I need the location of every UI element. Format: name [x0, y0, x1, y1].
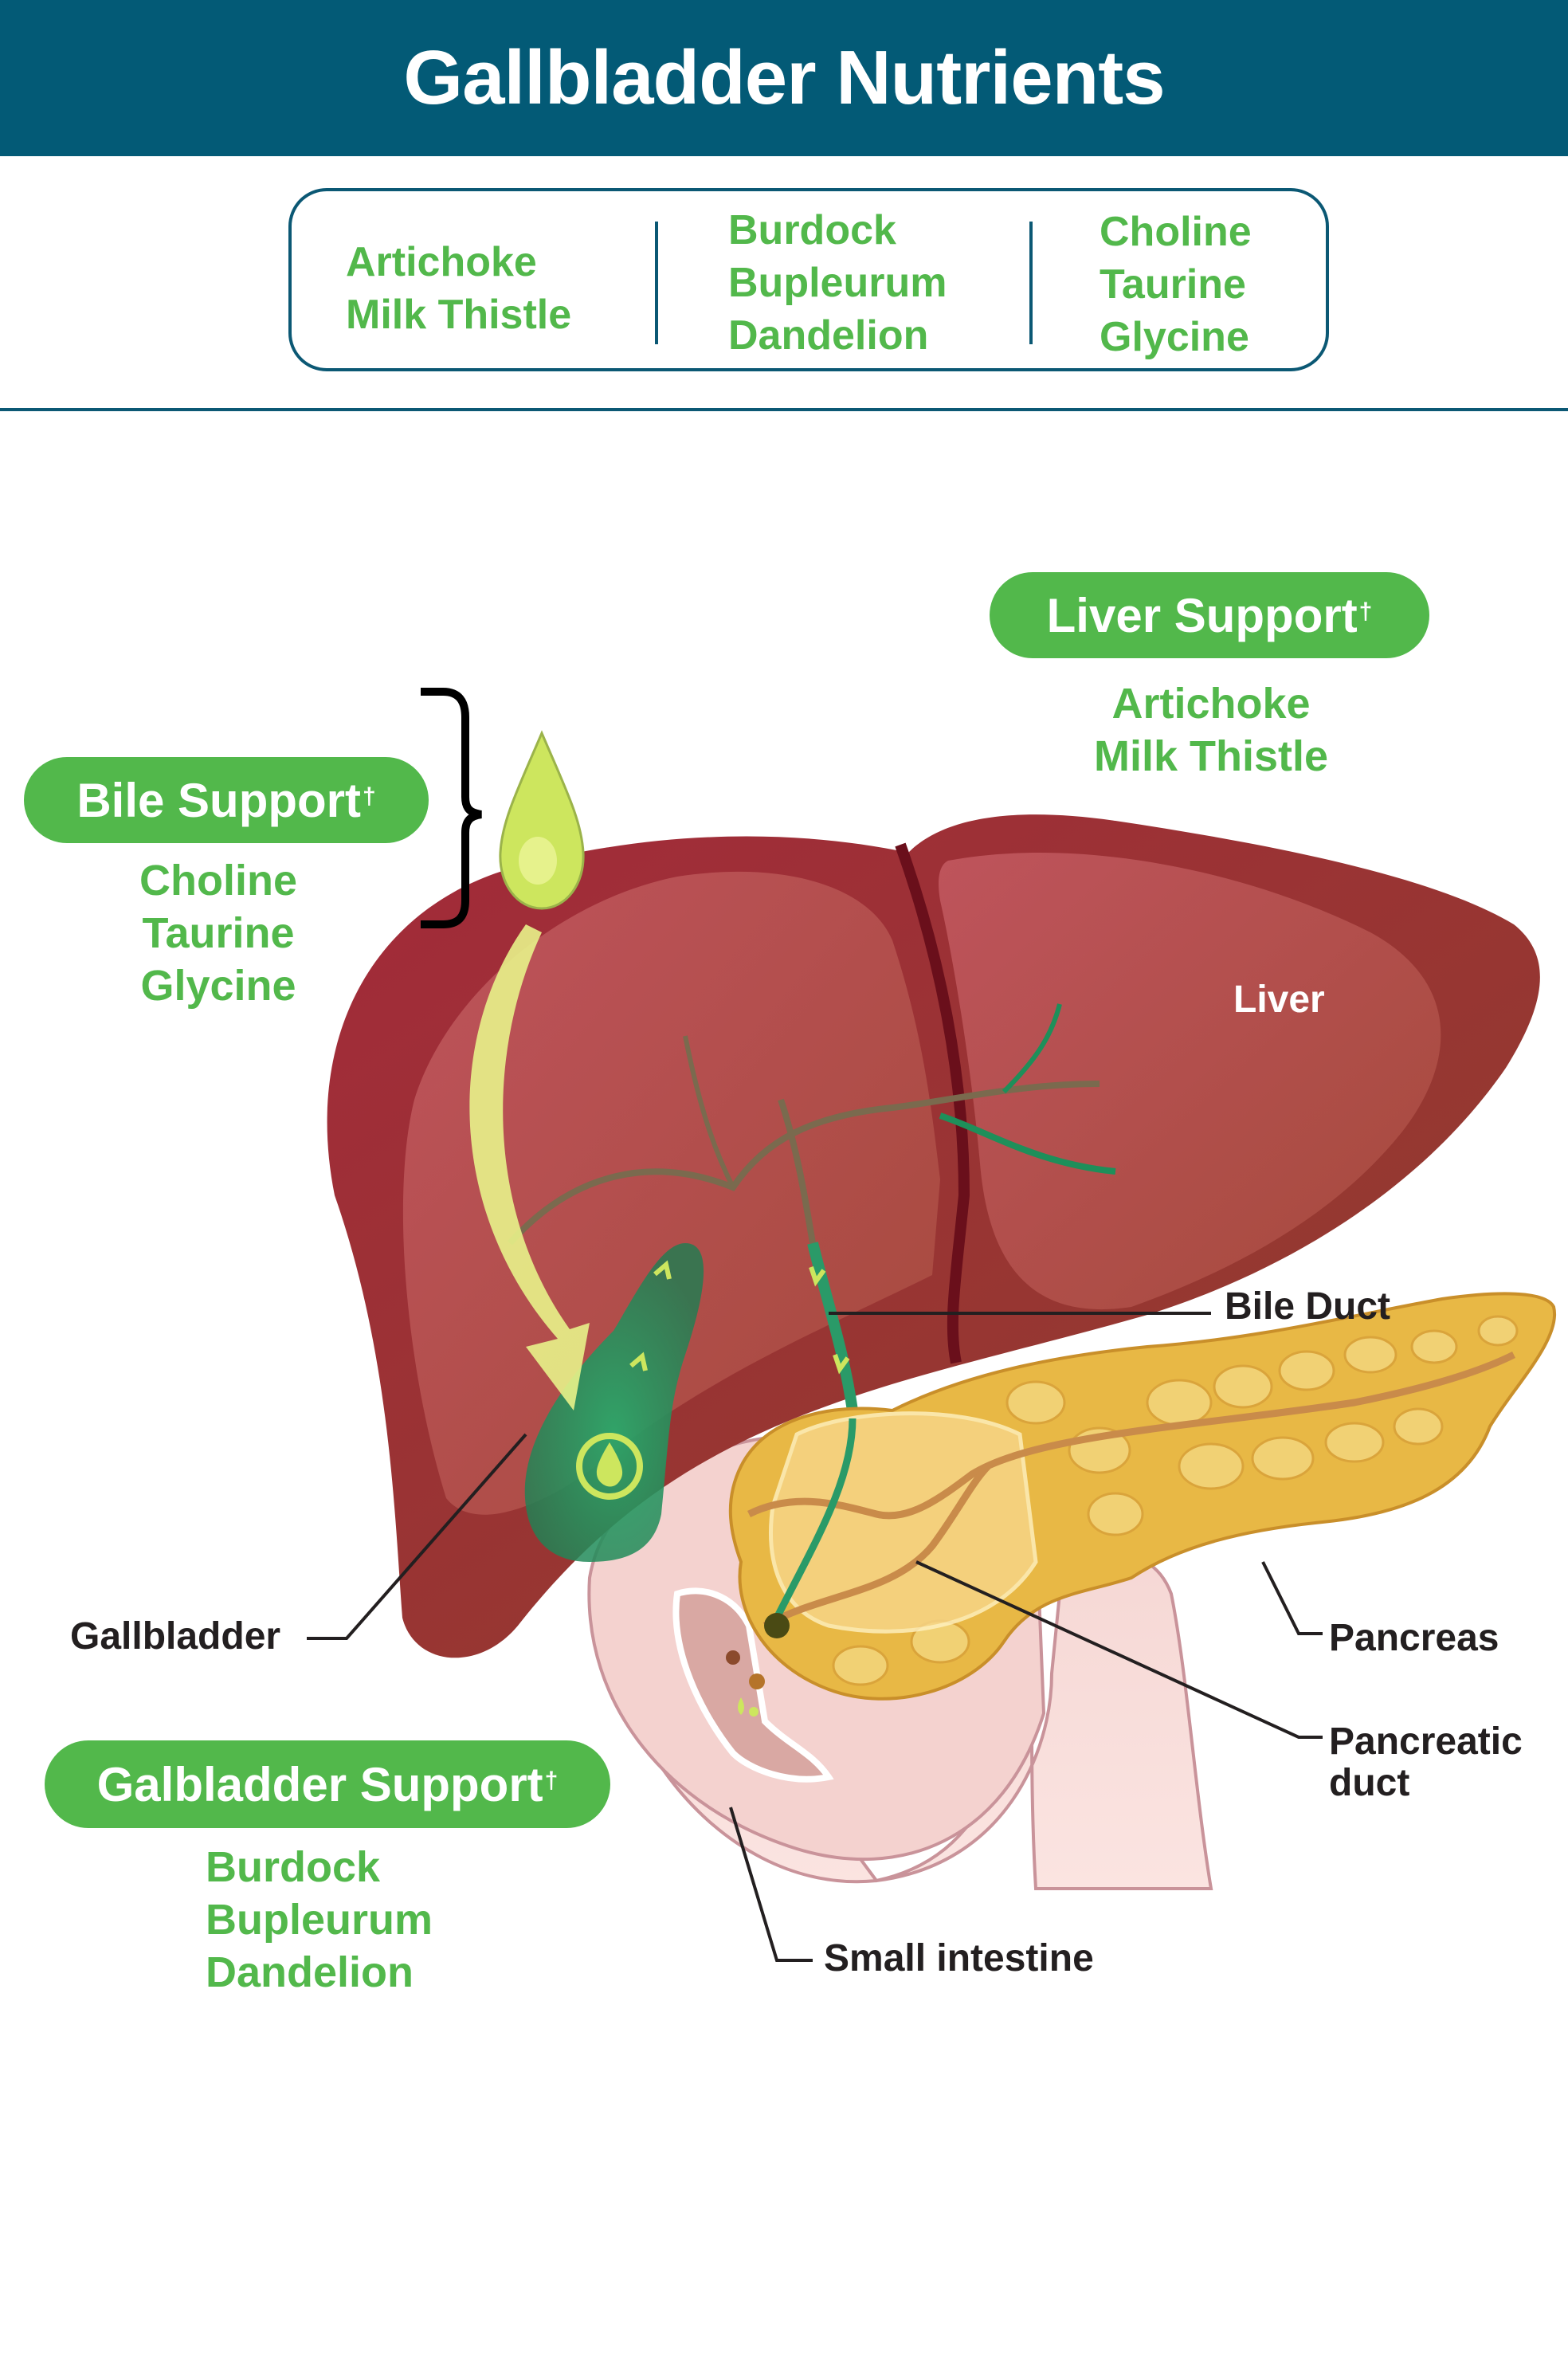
bile-support-list: Choline Taurine Glycine	[107, 854, 330, 1012]
flow-arrow-icon	[833, 1354, 850, 1375]
small-intestine-label: Small intestine	[824, 1937, 1094, 1979]
summary-item: Dandelion	[728, 312, 929, 359]
bile-flow-arrow	[469, 924, 590, 1410]
pancreatic-duct-label: Pancreatic duct	[1329, 1721, 1523, 1804]
page-title: Gallbladder Nutrients	[403, 35, 1165, 120]
dagger-mark: †	[1358, 598, 1373, 625]
section-divider	[0, 408, 1568, 411]
nutrient-item: Artichoke	[1111, 680, 1311, 728]
brace-bracket	[421, 688, 482, 928]
summary-item: Choline	[1100, 209, 1252, 255]
bile-support-title: Bile Support	[76, 773, 361, 827]
summary-item: Bupleurum	[728, 260, 947, 306]
gallbladder-label: Gallbladder	[70, 1615, 281, 1658]
bile-support-badge: Bile Support†	[24, 757, 429, 843]
flow-arrow-icon	[809, 1266, 826, 1287]
leader-lines	[307, 1312, 1323, 1962]
summary-item: Artichoke	[346, 239, 537, 285]
liver-support-title: Liver Support	[1046, 588, 1358, 642]
nutrient-item: Burdock	[206, 1843, 381, 1891]
summary-column-gallbladder: Burdock Bupleurum Dandelion	[728, 204, 947, 362]
liver-label: Liver	[1233, 979, 1325, 1021]
gallbladder-support-list: Burdock Bupleurum Dandelion	[206, 1841, 433, 1999]
liver-support-list: Artichoke Milk Thistle	[1044, 677, 1378, 783]
pancreatic-duct-label-line: Pancreatic	[1329, 1720, 1523, 1763]
nutrient-item: Bupleurum	[206, 1896, 433, 1944]
bile-drop-icon	[499, 730, 585, 910]
dagger-mark: †	[544, 1768, 559, 1794]
nutrient-summary-box: Artichoke Milk Thistle Burdock Bupleurum…	[288, 188, 1329, 371]
pancreas-shape	[728, 1292, 1557, 1701]
summary-divider	[655, 222, 658, 344]
header-banner: Gallbladder Nutrients	[0, 0, 1568, 156]
dagger-mark: †	[362, 783, 376, 810]
pancreas-label: Pancreas	[1329, 1617, 1499, 1659]
liver-support-badge: Liver Support†	[990, 572, 1429, 658]
nutrient-item: Milk Thistle	[1093, 732, 1329, 780]
summary-divider	[1029, 222, 1033, 344]
nutrient-item: Taurine	[142, 909, 295, 957]
summary-column-liver: Artichoke Milk Thistle	[346, 236, 571, 341]
summary-item: Glycine	[1100, 314, 1249, 360]
summary-item: Milk Thistle	[346, 292, 572, 338]
flow-arrow-icon	[653, 1260, 672, 1280]
gallbladder-support-badge: Galbladder Support†	[45, 1740, 610, 1828]
gallbladder-support-title: Galbladder Support	[96, 1757, 543, 1811]
bile-duct-shape	[807, 1242, 858, 1411]
gallbladder-shape	[524, 1243, 704, 1562]
summary-item: Burdock	[728, 207, 896, 253]
summary-item: Taurine	[1100, 261, 1246, 308]
nutrient-item: Choline	[139, 857, 297, 904]
nutrient-item: Dandelion	[206, 1948, 414, 1996]
nutrient-item: Glycine	[140, 962, 296, 1010]
pancreatic-duct-label-line: duct	[1329, 1762, 1410, 1804]
flow-arrow-icon	[629, 1352, 648, 1371]
summary-column-bile: Choline Taurine Glycine	[1100, 206, 1252, 363]
bile-duct-label: Bile Duct	[1225, 1285, 1391, 1328]
